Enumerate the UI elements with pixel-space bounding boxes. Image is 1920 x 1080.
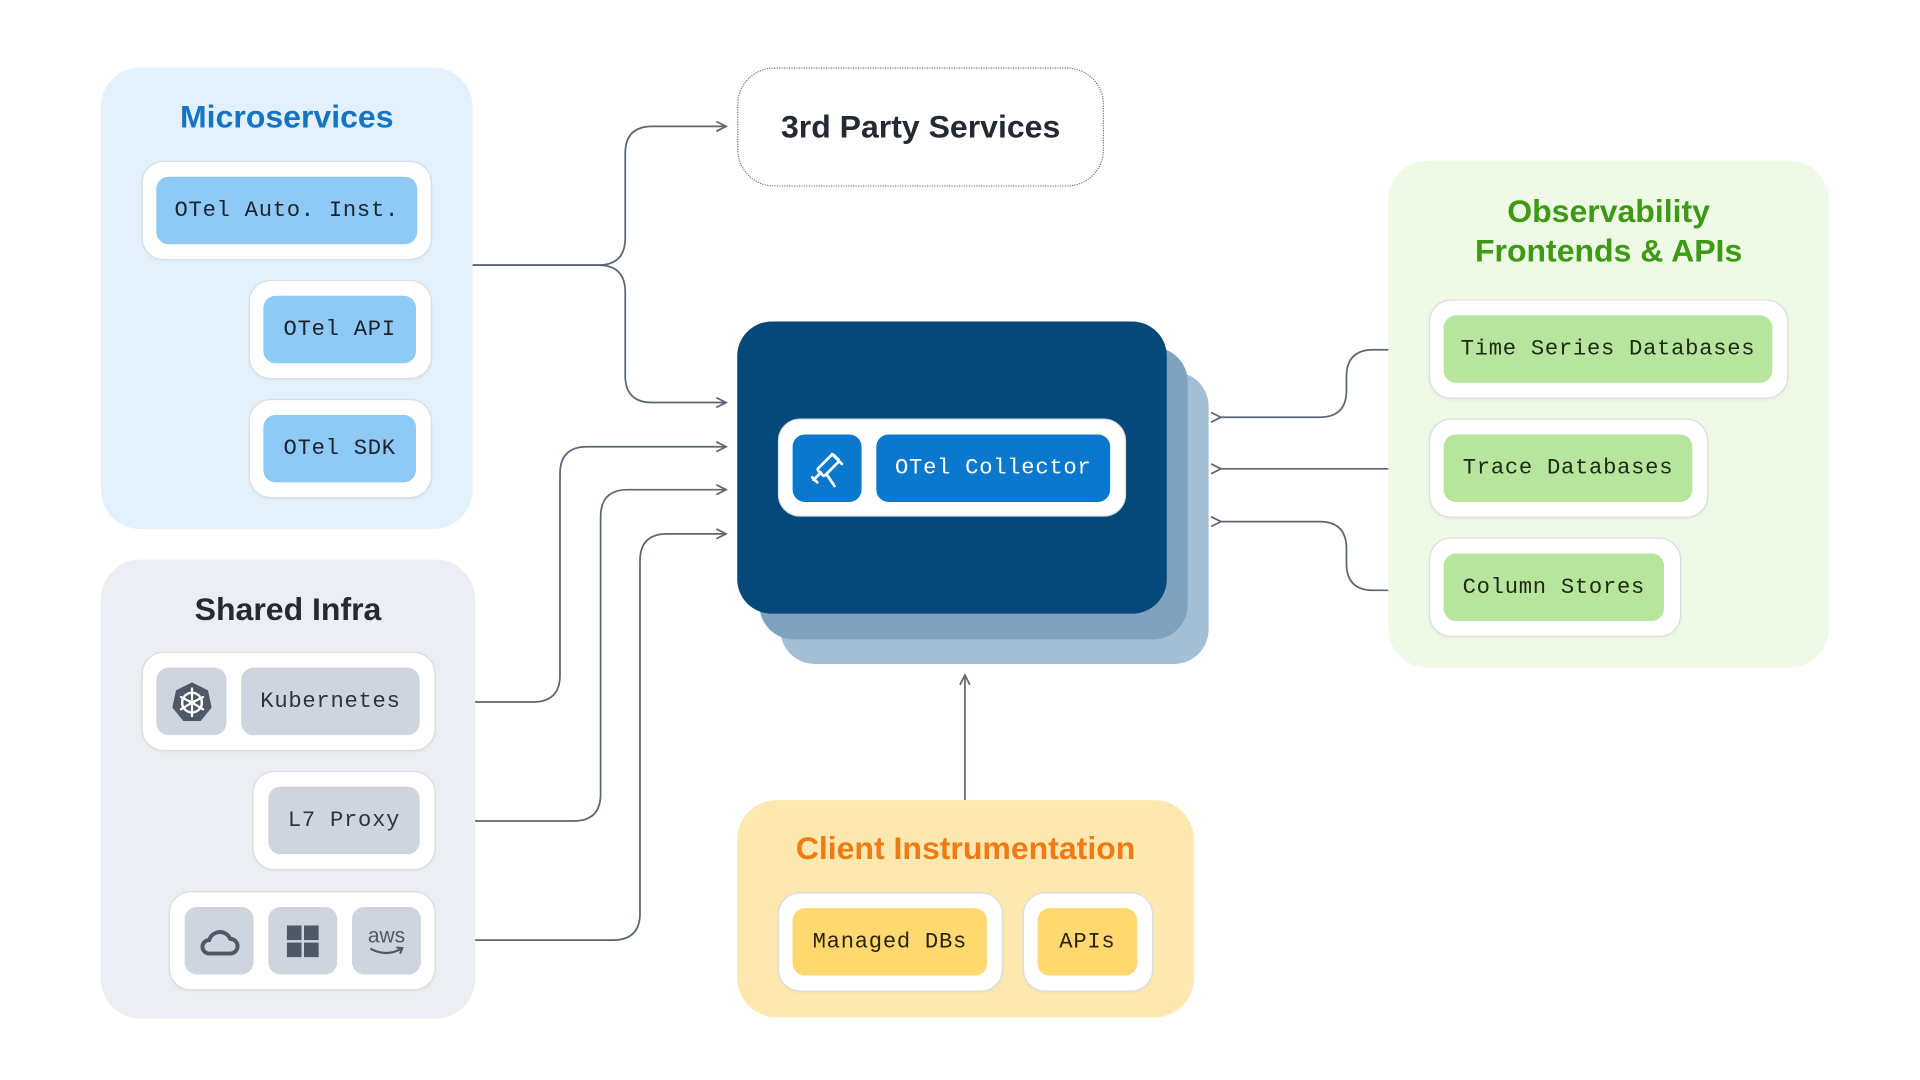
managed-dbs-pill: Managed DBs <box>792 908 988 976</box>
wire-micro-to-collector <box>472 264 727 402</box>
managed-dbs-card[interactable]: Managed DBs <box>777 892 1004 992</box>
cloud-providers-card[interactable]: aws <box>168 891 436 991</box>
time-series-db-pill: Time Series Databases <box>1443 315 1773 383</box>
wire-proxy-to-collector <box>435 490 726 822</box>
otel-auto-inst-card[interactable]: OTel Auto. Inst. <box>141 160 432 261</box>
observability-title-line2: Frontends & APIs <box>1474 231 1743 269</box>
trace-db-pill: Trace Databases <box>1443 434 1693 502</box>
otel-collector-box: OTel Collector <box>737 321 1167 614</box>
wire-cloud-to-collector <box>435 534 726 941</box>
shared-infra-title: Shared Infra <box>194 590 382 628</box>
kubernetes-card[interactable]: Kubernetes <box>141 651 436 752</box>
otel-sdk-pill: OTel SDK <box>263 414 416 483</box>
client-instrumentation-title: Client Instrumentation <box>795 829 1136 867</box>
aws-logo-text: aws <box>367 923 406 947</box>
otel-collector-pill: OTel Collector <box>876 434 1111 502</box>
otel-api-card[interactable]: OTel API <box>248 279 432 380</box>
column-stores-pill: Column Stores <box>1443 553 1664 621</box>
cloud-icon <box>184 906 254 975</box>
windows-icon <box>268 906 338 975</box>
apis-card[interactable]: APIs <box>1022 892 1154 992</box>
column-stores-card[interactable]: Column Stores <box>1428 537 1682 637</box>
otel-sdk-card[interactable]: OTel SDK <box>248 398 432 499</box>
microservices-title: Microservices <box>180 98 394 135</box>
kubernetes-icon <box>156 667 227 736</box>
trace-db-card[interactable]: Trace Databases <box>1428 418 1709 518</box>
kubernetes-pill: Kubernetes <box>241 667 420 736</box>
wire-micro-to-3rdparty <box>472 126 727 266</box>
collector-card[interactable]: OTel Collector <box>777 418 1127 517</box>
wire-collector-timeseries <box>1221 350 1430 418</box>
time-series-db-card[interactable]: Time Series Databases <box>1428 299 1789 399</box>
apis-pill: APIs <box>1037 908 1138 976</box>
otel-api-pill: OTel API <box>263 295 416 364</box>
third-party-title: 3rd Party Services <box>780 108 1061 145</box>
third-party-services-box: 3rd Party Services <box>737 67 1104 187</box>
l7-proxy-pill: L7 Proxy <box>268 786 420 855</box>
aws-icon: aws <box>351 906 421 975</box>
wire-kubernetes-to-collector <box>435 447 726 703</box>
observability-title-line1: Observability <box>1507 192 1710 230</box>
wire-collector-columnstores <box>1221 522 1430 591</box>
l7-proxy-card[interactable]: L7 Proxy <box>252 770 436 871</box>
otel-auto-inst-pill: OTel Auto. Inst. <box>156 176 418 245</box>
telescope-icon <box>792 434 862 502</box>
